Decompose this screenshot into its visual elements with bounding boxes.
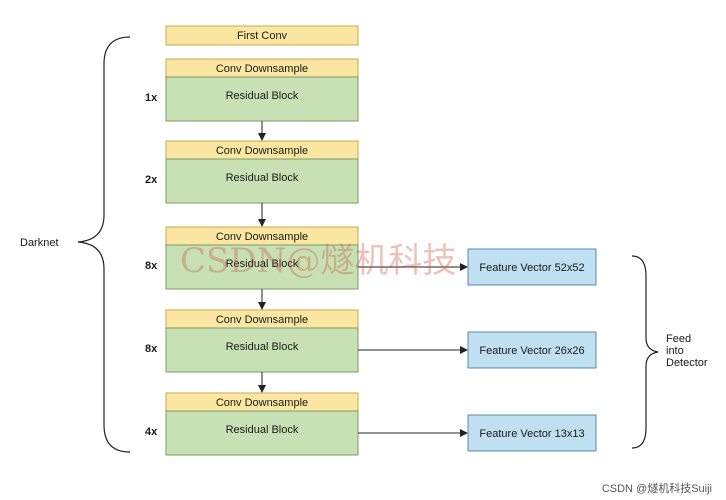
residual-block-label: Residual Block bbox=[226, 341, 299, 353]
residual-block-label: Residual Block bbox=[226, 172, 299, 184]
residual-block-box bbox=[165, 410, 359, 456]
feature-vector-label: Feature Vector 13x13 bbox=[479, 428, 584, 440]
first-conv-label: First Conv bbox=[237, 30, 288, 42]
stage-multiplier: 4x bbox=[145, 426, 158, 438]
footer-watermark: CSDN @燧机科技Suiji bbox=[602, 481, 712, 495]
watermark-overlay: CSDN@燧机科技 bbox=[180, 241, 456, 281]
first-conv-block: First Conv bbox=[165, 25, 359, 46]
feature-vector-box bbox=[467, 248, 597, 286]
detector-brace: Feed into Detector bbox=[631, 255, 708, 449]
feature-vector-box bbox=[467, 331, 597, 369]
conv-downsample-label: Conv Downsample bbox=[216, 397, 308, 409]
stage-multiplier: 2x bbox=[145, 174, 158, 186]
residual-block-box bbox=[165, 158, 359, 204]
stage-multiplier: 8x bbox=[145, 260, 158, 272]
conv-downsample-label: Conv Downsample bbox=[216, 231, 308, 243]
into-label: into bbox=[666, 345, 684, 357]
feature-vector-3: Feature Vector 13x13 bbox=[358, 414, 597, 452]
darknet-brace: Darknet bbox=[20, 36, 131, 453]
feature-vector-label: Feature Vector 52x52 bbox=[479, 262, 584, 274]
residual-block-label: Residual Block bbox=[226, 258, 299, 270]
darknet-label: Darknet bbox=[20, 237, 59, 249]
feature-vector-label: Feature Vector 26x26 bbox=[479, 345, 584, 357]
conv-downsample-label: Conv Downsample bbox=[216, 314, 308, 326]
feature-vector-1: Feature Vector 52x52 bbox=[358, 248, 597, 286]
feature-vector-box bbox=[467, 414, 597, 452]
stage-multiplier: 1x bbox=[145, 92, 158, 104]
conv-downsample-label: Conv Downsample bbox=[216, 145, 308, 157]
stage-multiplier: 8x bbox=[145, 343, 158, 355]
residual-block-label: Residual Block bbox=[226, 424, 299, 436]
residual-block-label: Residual Block bbox=[226, 90, 299, 102]
feature-vector-2: Feature Vector 26x26 bbox=[358, 331, 597, 369]
residual-block-box bbox=[165, 76, 359, 122]
residual-block-box bbox=[165, 327, 359, 373]
conv-downsample-label: Conv Downsample bbox=[216, 63, 308, 75]
detector-label: Detector bbox=[666, 357, 708, 369]
feed-label: Feed bbox=[666, 333, 691, 345]
